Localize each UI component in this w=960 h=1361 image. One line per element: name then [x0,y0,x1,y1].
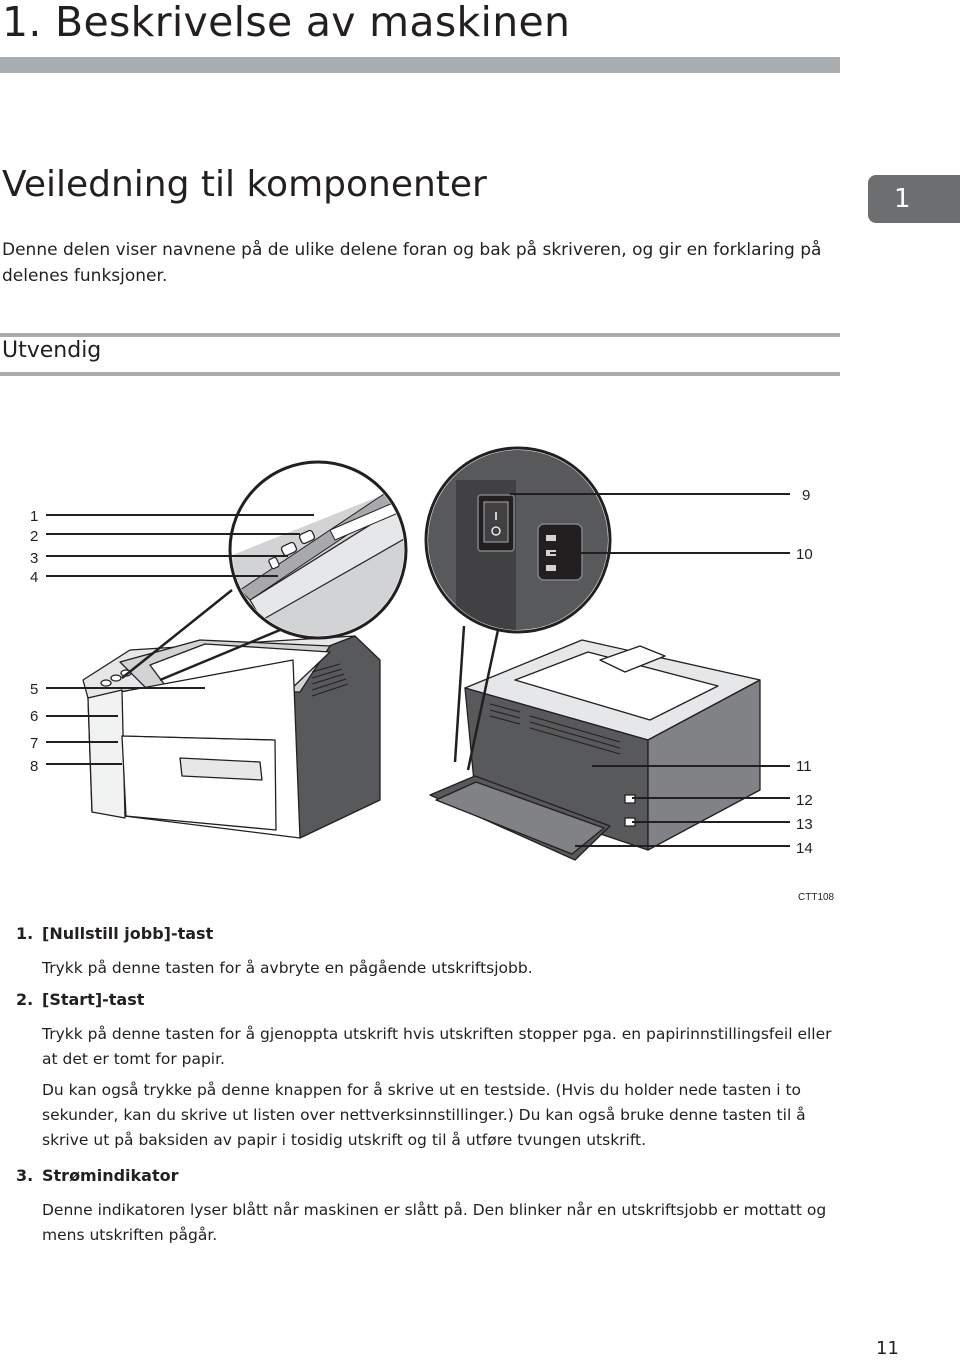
component-number: 1. [16,924,34,943]
component-description: Trykk på denne tasten for å gjenoppta ut… [42,1025,832,1068]
callout-7: 7 [30,735,39,752]
rear-printer [429,639,761,861]
chapter-divider [0,57,840,73]
subsection-title: Utvendig [2,338,102,363]
subsection-rule-bottom [0,372,840,376]
callout-9: 9 [802,487,811,504]
component-heading: 3. Strømindikator [16,1166,179,1185]
callout-8: 8 [30,758,39,775]
section-title: Veiledning til komponenter [2,164,487,205]
component-title: [Nullstill jobb]-tast [42,924,214,943]
component-number: 3. [16,1166,34,1185]
leader-lines [46,493,790,847]
component-heading: 1. [Nullstill jobb]-tast [16,924,213,943]
callout-12: 12 [796,792,813,809]
callout-14: 14 [796,840,813,857]
power-zoom [424,446,612,634]
page-number: 11 [876,1338,899,1359]
section-intro: Denne delen viser navnene på de ulike de… [2,240,822,286]
callout-2: 2 [30,528,39,545]
figure-code: CTT108 [798,892,835,903]
component-description: Du kan også trykke på denne knappen for … [42,1081,806,1149]
callout-5: 5 [30,681,39,698]
front-printer [82,635,381,839]
subsection-rule-top [0,333,840,337]
component-heading: 2. [Start]-tast [16,990,144,1009]
callout-10: 10 [796,546,813,563]
component-description: Denne indikatoren lyser blått når maskin… [42,1201,827,1244]
control-panel-zoom [228,460,408,640]
callout-6: 6 [30,708,39,725]
callout-3: 3 [30,550,39,567]
component-description: Trykk på denne tasten for å avbryte en p… [42,959,533,977]
component-title: [Start]-tast [42,990,145,1009]
chapter-title: 1. Beskrivelse av maskinen [2,0,571,46]
callout-1: 1 [30,508,39,525]
callout-4: 4 [30,569,39,586]
component-number: 2. [16,990,34,1009]
callout-11: 11 [796,758,812,775]
printer-illustration: 1 2 3 4 5 6 7 8 9 10 11 12 13 14 [0,440,860,920]
component-title: Strømindikator [42,1166,179,1185]
printer-drawing [46,446,790,861]
chapter-tab[interactable]: 1 [868,175,960,223]
callout-13: 13 [796,816,813,833]
